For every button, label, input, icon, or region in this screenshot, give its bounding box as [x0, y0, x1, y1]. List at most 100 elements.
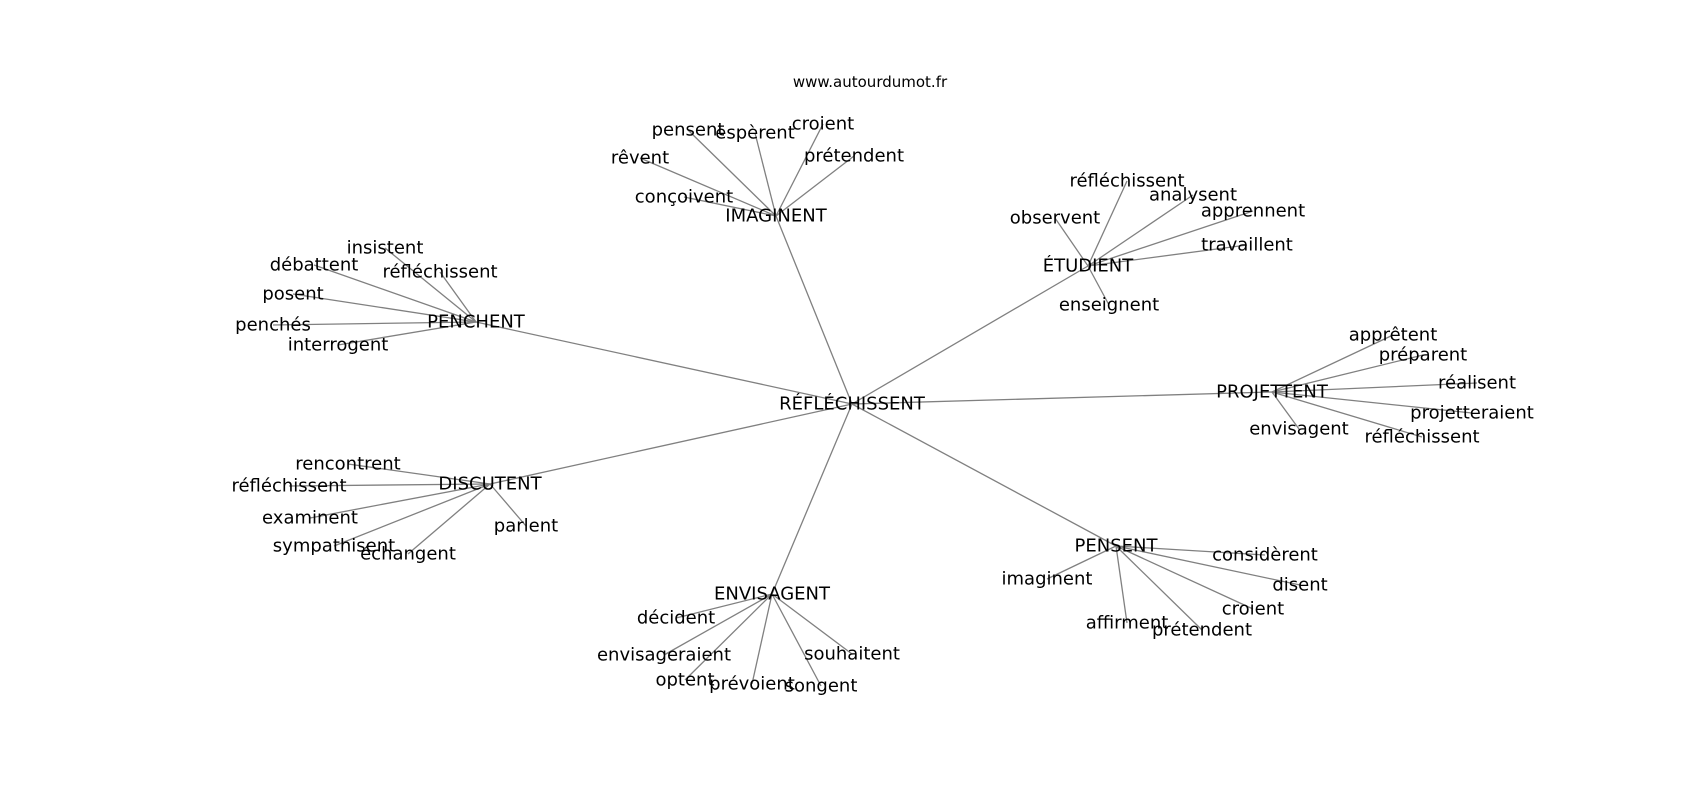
leaf-node-label: sympathisent	[273, 536, 395, 557]
edge-center-1	[851, 265, 1089, 405]
leaf-node-label: analysent	[1149, 185, 1237, 206]
leaf-node-label: souhaitent	[804, 644, 900, 665]
leaf-node-label: rêvent	[611, 148, 669, 169]
edge-leaf-3-0	[1271, 334, 1394, 393]
edge-leaf-2-5	[337, 321, 477, 346]
edge-leaf-0-5	[683, 196, 777, 217]
edge-leaf-1-4	[1087, 244, 1248, 267]
leaf-node-label: travaillent	[1201, 235, 1293, 256]
leaf-node-label: parlent	[494, 516, 558, 537]
leaf-node-label: pensent	[652, 120, 725, 141]
leaf-node-label: croient	[792, 114, 854, 135]
edge-leaf-3-5	[1271, 391, 1423, 438]
graph-edges	[272, 123, 1478, 687]
edge-leaf-6-3	[684, 593, 773, 681]
leaf-node-label: insistent	[347, 238, 424, 259]
edge-center-0	[775, 215, 853, 405]
edge-leaf-1-0	[1087, 180, 1128, 267]
edge-leaf-3-2	[1271, 382, 1478, 393]
edge-leaf-0-0	[687, 129, 777, 217]
group-node-label: DISCUTENT	[438, 474, 542, 495]
leaf-node-label: échangent	[360, 544, 456, 565]
graph-labels: www.autourdumot.fr RÉFLÉCHISSENTIMAGINEN…	[231, 73, 1533, 697]
leaf-node-label: croient	[1222, 599, 1284, 620]
leaf-node-label: penchés	[235, 315, 311, 336]
group-node-label: PENSENT	[1075, 536, 1159, 557]
leaf-node-label: débattent	[270, 255, 359, 276]
edge-leaf-3-3	[1271, 391, 1473, 414]
edge-leaf-4-1	[288, 483, 491, 487]
leaf-node-label: prétendent	[1152, 620, 1252, 641]
edge-leaf-4-5	[489, 483, 527, 527]
group-node-label: ÉTUDIENT	[1043, 255, 1135, 277]
leaf-node-label: disent	[1272, 575, 1327, 596]
leaf-node-label: réfléchissent	[1069, 171, 1184, 192]
edge-leaf-4-3	[333, 483, 491, 547]
group-node-label: IMAGINENT	[725, 206, 827, 227]
leaf-node-label: posent	[262, 284, 323, 305]
edge-leaf-2-0	[384, 247, 477, 323]
leaf-node-label: projetteraient	[1410, 403, 1534, 424]
edge-leaf-6-2	[771, 593, 853, 655]
leaf-node-label: décident	[637, 608, 715, 629]
group-node-label: PROJETTENT	[1216, 382, 1329, 403]
edge-leaf-3-1	[1271, 354, 1424, 393]
leaf-node-label: réalisent	[1438, 373, 1516, 394]
edge-leaf-2-2	[439, 271, 477, 323]
leaf-node-label: prévoient	[709, 674, 795, 695]
edge-leaf-6-1	[663, 593, 773, 656]
edge-leaf-2-1	[313, 264, 477, 323]
leaf-node-label: enseignent	[1059, 295, 1159, 316]
leaf-node-label: apprennent	[1201, 201, 1305, 222]
group-node-label: PENCHENT	[427, 312, 526, 333]
edge-leaf-4-2	[309, 483, 491, 519]
edge-leaf-5-4	[1115, 545, 1128, 624]
edge-center-6	[771, 403, 853, 595]
edge-leaf-5-3	[1115, 545, 1254, 610]
leaf-node-label: rencontrent	[295, 454, 400, 475]
edge-leaf-5-1	[1115, 545, 1301, 586]
leaf-node-label: espèrent	[715, 123, 795, 144]
edge-leaf-2-3	[292, 293, 477, 323]
edge-leaf-0-4	[775, 155, 855, 217]
leaf-node-label: conçoivent	[635, 187, 733, 208]
leaf-node-label: apprêtent	[1349, 325, 1438, 346]
leaf-node-label: optent	[655, 670, 714, 691]
leaf-node-label: réfléchissent	[382, 262, 497, 283]
leaf-node-label: examinent	[262, 508, 358, 529]
edge-leaf-6-0	[675, 593, 773, 619]
edge-center-4	[489, 403, 853, 485]
edge-leaf-5-0	[1115, 545, 1266, 556]
edge-leaf-0-2	[775, 123, 824, 217]
edge-leaf-1-5	[1087, 265, 1110, 306]
leaf-node-label: envisagent	[1249, 419, 1349, 440]
leaf-node-label: imaginent	[1002, 569, 1093, 590]
edge-leaf-6-5	[771, 593, 822, 687]
leaf-node-label: affirment	[1086, 613, 1169, 634]
leaf-node-label: observent	[1010, 208, 1100, 229]
source-watermark: www.autourdumot.fr	[793, 73, 948, 91]
group-node-label: ENVISAGENT	[714, 584, 831, 605]
edge-leaf-1-3	[1087, 210, 1254, 267]
leaf-node-label: préparent	[1379, 345, 1468, 366]
edge-leaf-6-4	[751, 593, 773, 685]
edge-leaf-0-1	[754, 132, 777, 217]
leaf-node-label: songent	[785, 676, 858, 697]
edge-leaf-3-4	[1271, 391, 1300, 430]
leaf-node-label: réfléchissent	[1364, 427, 1479, 448]
edge-leaf-5-5	[1115, 545, 1203, 631]
leaf-node-label: réfléchissent	[231, 476, 346, 497]
leaf-node-label: envisageraient	[597, 645, 731, 666]
edge-leaf-0-3	[639, 157, 777, 217]
edge-leaf-5-2	[1046, 545, 1117, 580]
edge-leaf-1-2	[1054, 217, 1089, 267]
leaf-node-label: prétendent	[804, 146, 904, 167]
leaf-node-label: considèrent	[1212, 545, 1318, 566]
edge-leaf-4-4	[407, 483, 491, 555]
edge-center-3	[851, 391, 1273, 405]
edge-center-2	[475, 321, 853, 405]
edge-leaf-4-0	[347, 463, 491, 485]
leaf-node-label: interrogent	[288, 335, 389, 356]
